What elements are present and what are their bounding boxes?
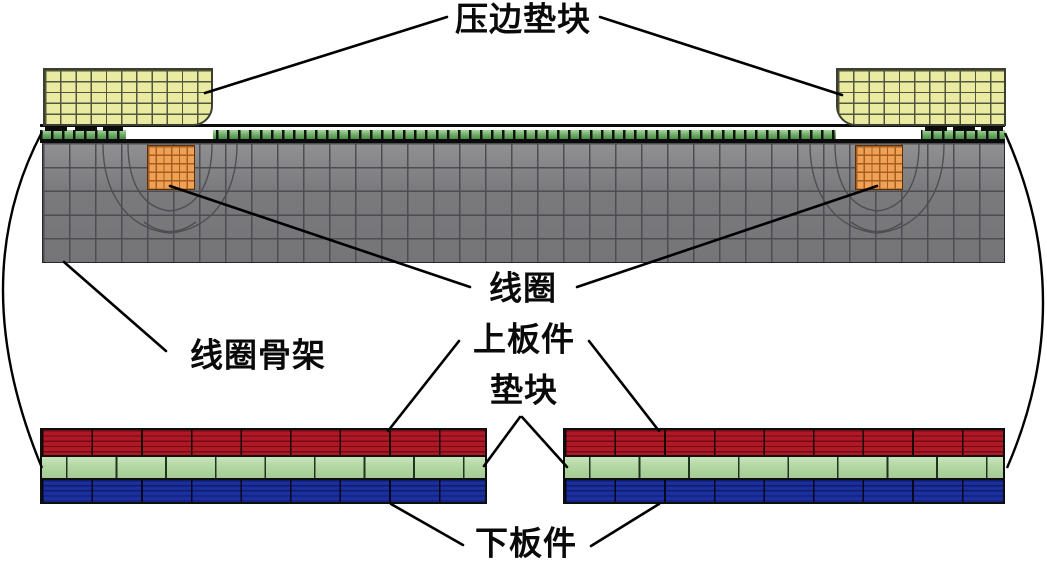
pad-block-leader-right: [520, 415, 569, 469]
blank-holder-pad-right: [836, 68, 1006, 126]
plate-edge-dash: [925, 126, 947, 131]
label-upper-plate: 上板件: [473, 322, 575, 359]
pad-block-layer: [42, 457, 485, 480]
label-pad-block: 垫块: [490, 373, 558, 410]
magnify-arc-right: [1003, 132, 1045, 469]
upper-plate-leader-right: [587, 339, 661, 433]
standoff-gap-right: [836, 127, 921, 139]
sheet-stack-right: [563, 428, 1005, 504]
lower-plate-layer: [565, 480, 1003, 502]
upper-plate-strip-line: [40, 124, 1005, 127]
spacer-strip: [40, 130, 1005, 139]
label-coil-frame: 线圈骨架: [190, 338, 326, 375]
sheet-stack-left: [40, 428, 487, 504]
plate-edge-dash: [75, 126, 97, 131]
coil-frame-leader: [62, 260, 168, 353]
upper-plate-leader-left: [386, 339, 461, 433]
upper-plate-layer: [565, 430, 1003, 457]
pad-block-leader-left: [482, 415, 522, 468]
magnify-arc-left: [1, 131, 44, 469]
coil-right-mesh: [855, 145, 903, 190]
standoff-gap-left: [126, 127, 213, 139]
pad-block-layer: [565, 457, 1003, 480]
blank-holder-pad-left: [43, 68, 213, 126]
plate-edge-dash: [103, 126, 123, 131]
upper-plate-layer: [42, 430, 485, 457]
label-lower-plate: 下板件: [475, 526, 577, 563]
blank-holder-leader-left: [203, 15, 449, 95]
label-blank-holder-pad: 压边垫块: [455, 2, 591, 39]
plate-edge-dash: [45, 126, 67, 131]
lower-plate-leader-left: [389, 502, 465, 547]
label-coil: 线圈: [489, 271, 557, 308]
blank-holder-leader-right: [598, 15, 844, 97]
lower-plate-layer: [42, 480, 485, 502]
plate-edge-dash: [953, 126, 975, 131]
lower-plate-strip-line: [40, 139, 1005, 143]
coil-left-mesh: [147, 145, 195, 190]
plate-edge-dash: [981, 126, 1003, 131]
lower-plate-leader-right: [589, 502, 661, 548]
